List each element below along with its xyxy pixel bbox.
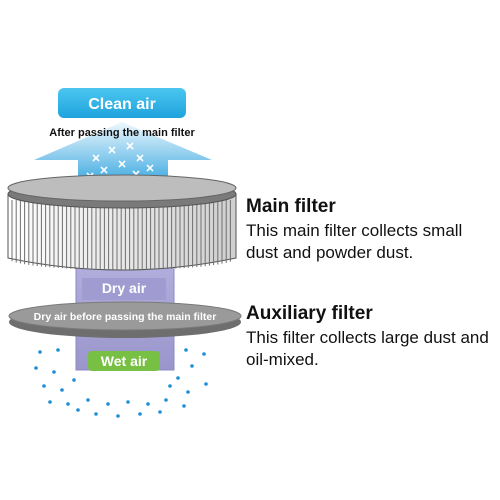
auxiliary-filter: Dry air before passing the main filter [8,301,242,338]
water-droplet [60,388,64,392]
water-droplet [52,370,56,374]
water-droplet [72,378,76,382]
water-droplet [202,352,206,356]
main-filter-title: Main filter [246,196,336,217]
sparkle-mark [100,166,108,174]
dry-air-badge [82,278,166,300]
water-droplet [116,414,120,418]
water-droplet [48,400,52,404]
sparkle-mark [136,154,144,162]
sparkle-mark [126,142,134,150]
water-droplet [42,384,46,388]
clean-air-badge [58,88,186,118]
water-droplet [38,350,42,354]
water-droplet [158,410,162,414]
water-droplet [66,402,70,406]
main-filter-pleats [11,200,231,270]
water-droplet [168,384,172,388]
water-droplet [76,408,80,412]
wet-air-droplets [34,348,208,418]
water-droplet [86,398,90,402]
auxiliary-filter-face [8,301,242,331]
main-filter-description: This main filter collects small dust and… [246,221,463,262]
water-droplet [94,412,98,416]
water-droplet [56,348,60,352]
main-filter-top-face [7,174,237,202]
dry-air-label: Dry air [102,280,147,296]
before-main-filter-label: Dry air before passing the main filter [34,311,217,323]
main-filter [7,174,237,271]
clean-air-label: Clean air [88,96,156,113]
water-droplet [164,398,168,402]
clean-air-arrow [34,122,212,184]
water-droplet [146,402,150,406]
water-droplet [138,412,142,416]
sparkle-mark [108,146,116,154]
water-droplet [34,366,38,370]
wet-air-badge [88,351,160,371]
water-droplet [182,404,186,408]
wet-air-label: Wet air [101,353,148,369]
auxiliary-filter-title: Auxiliary filter [246,303,373,324]
sparkle-mark [118,160,126,168]
water-droplet [190,364,194,368]
water-droplet [176,376,180,380]
water-droplet [106,402,110,406]
sparkle-mark [146,164,154,172]
water-droplet [126,400,130,404]
after-main-filter-label: After passing the main filter [49,127,195,139]
water-droplet [204,382,208,386]
water-droplet [186,390,190,394]
sparkle-mark [92,154,100,162]
auxiliary-filter-description: This filter collects large dust and oil-… [246,328,489,369]
water-droplet [184,348,188,352]
